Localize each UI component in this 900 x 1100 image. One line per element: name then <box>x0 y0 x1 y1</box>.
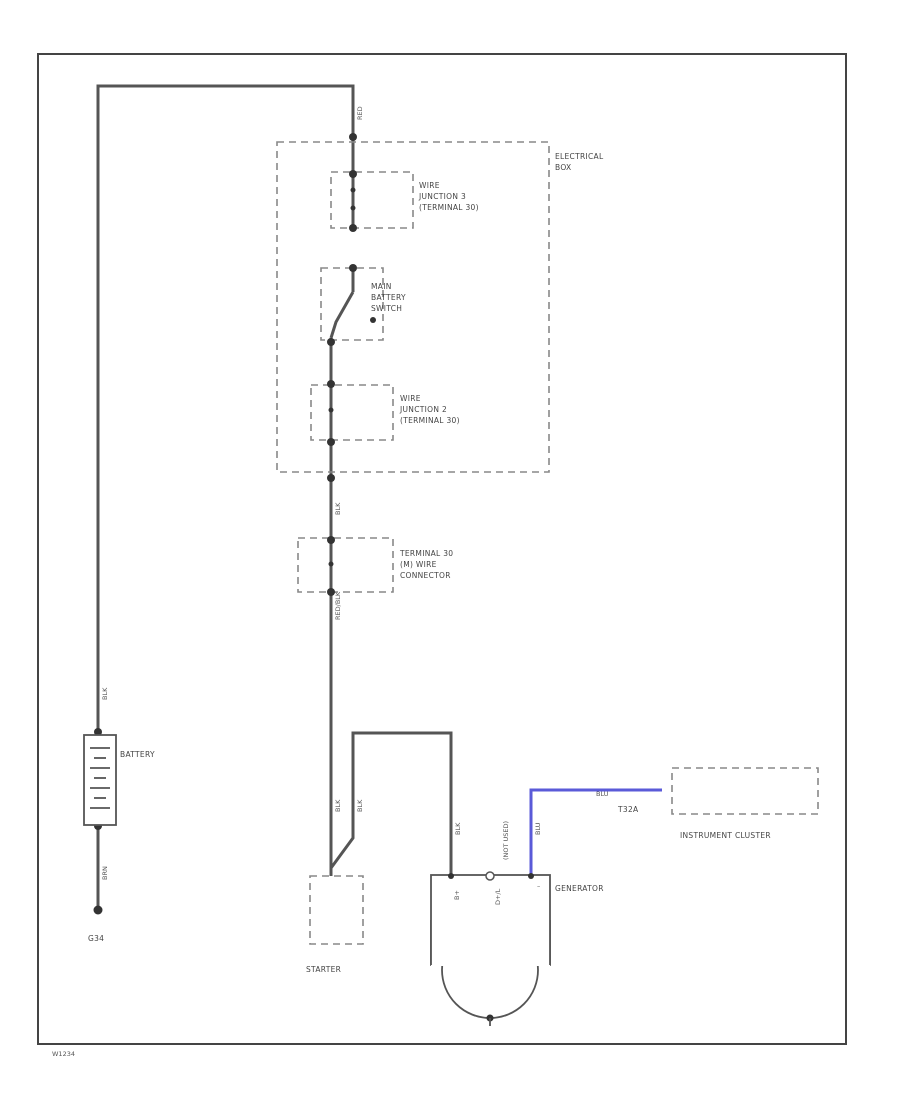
main-battery-switch-label-1: MAIN <box>371 282 392 291</box>
wire-junction-3-label-3: (TERMINAL 30) <box>419 203 479 212</box>
terminal-30-connector-box <box>297 537 394 593</box>
switch-blade <box>329 291 355 339</box>
terminal-30-label-1: TERMINAL 30 <box>399 549 453 558</box>
wire-junction-2-label-2: JUNCTION 2 <box>399 405 447 414</box>
wire-junction-3-label-1: WIRE <box>419 181 440 190</box>
instrument-cluster-box <box>671 767 819 815</box>
generator-symbol <box>430 871 551 1026</box>
wire-label-battery-pos: BLK <box>101 687 109 700</box>
main-battery-switch-label-2: BATTERY <box>371 293 406 302</box>
battery-feed-wire <box>96 84 355 732</box>
wire-nodes <box>94 133 357 830</box>
wire-label-generator-b: BLK <box>454 822 462 835</box>
wire-junction-2-label-1: WIRE <box>400 394 421 403</box>
gen-terminal-b-plus: B+ <box>453 890 461 900</box>
electrical-box <box>276 141 550 473</box>
main-battery-switch-label-3: SWITCH <box>371 304 402 313</box>
wire-junction-2-box <box>310 384 394 441</box>
gen-terminal-minus: – <box>537 882 540 890</box>
electrical-box-label-1: ELECTRICAL <box>555 152 604 161</box>
instrument-cluster-label: INSTRUMENT CLUSTER <box>680 831 771 840</box>
terminal-30-label-3: CONNECTOR <box>400 571 451 580</box>
ground-label: G34 <box>88 934 104 943</box>
generator-label: GENERATOR <box>555 884 604 893</box>
wire-junction-2-label-3: (TERMINAL 30) <box>400 416 460 425</box>
wire-label-connector-out: RED/BLK <box>334 591 342 620</box>
cluster-sense-wire <box>529 788 662 875</box>
battery-label: BATTERY <box>120 750 155 759</box>
wire-label-junction-out: BLK <box>334 502 342 515</box>
starter-box <box>309 875 364 945</box>
diagram-id: W1234 <box>52 1050 75 1058</box>
wire-label-top-red: RED <box>356 106 364 120</box>
wire-label-generator-sense: BLU <box>534 822 542 835</box>
cluster-pin-label: T32A <box>617 805 639 814</box>
switch-contact <box>370 317 376 323</box>
electrical-box-label-2: BOX <box>555 163 571 172</box>
wire-label-battery-neg: BRN <box>101 866 109 880</box>
wire-label-starter-1: BLK <box>334 799 342 812</box>
wire-junction-3-box <box>330 171 414 229</box>
starter-label: STARTER <box>306 965 341 974</box>
ground-symbol <box>93 905 103 915</box>
wire-junction-3-label-2: JUNCTION 3 <box>418 192 466 201</box>
gen-terminal-d-plus: D+/L <box>494 888 502 905</box>
wire-label-cluster: BLU <box>596 790 609 798</box>
wire-label-starter-2: BLK <box>356 799 364 812</box>
battery-symbol <box>83 734 117 826</box>
starter-generator-wire <box>329 731 453 875</box>
terminal-30-label-2: (M) WIRE <box>400 560 437 569</box>
wire-label-not-used: (NOT USED) <box>502 821 510 860</box>
